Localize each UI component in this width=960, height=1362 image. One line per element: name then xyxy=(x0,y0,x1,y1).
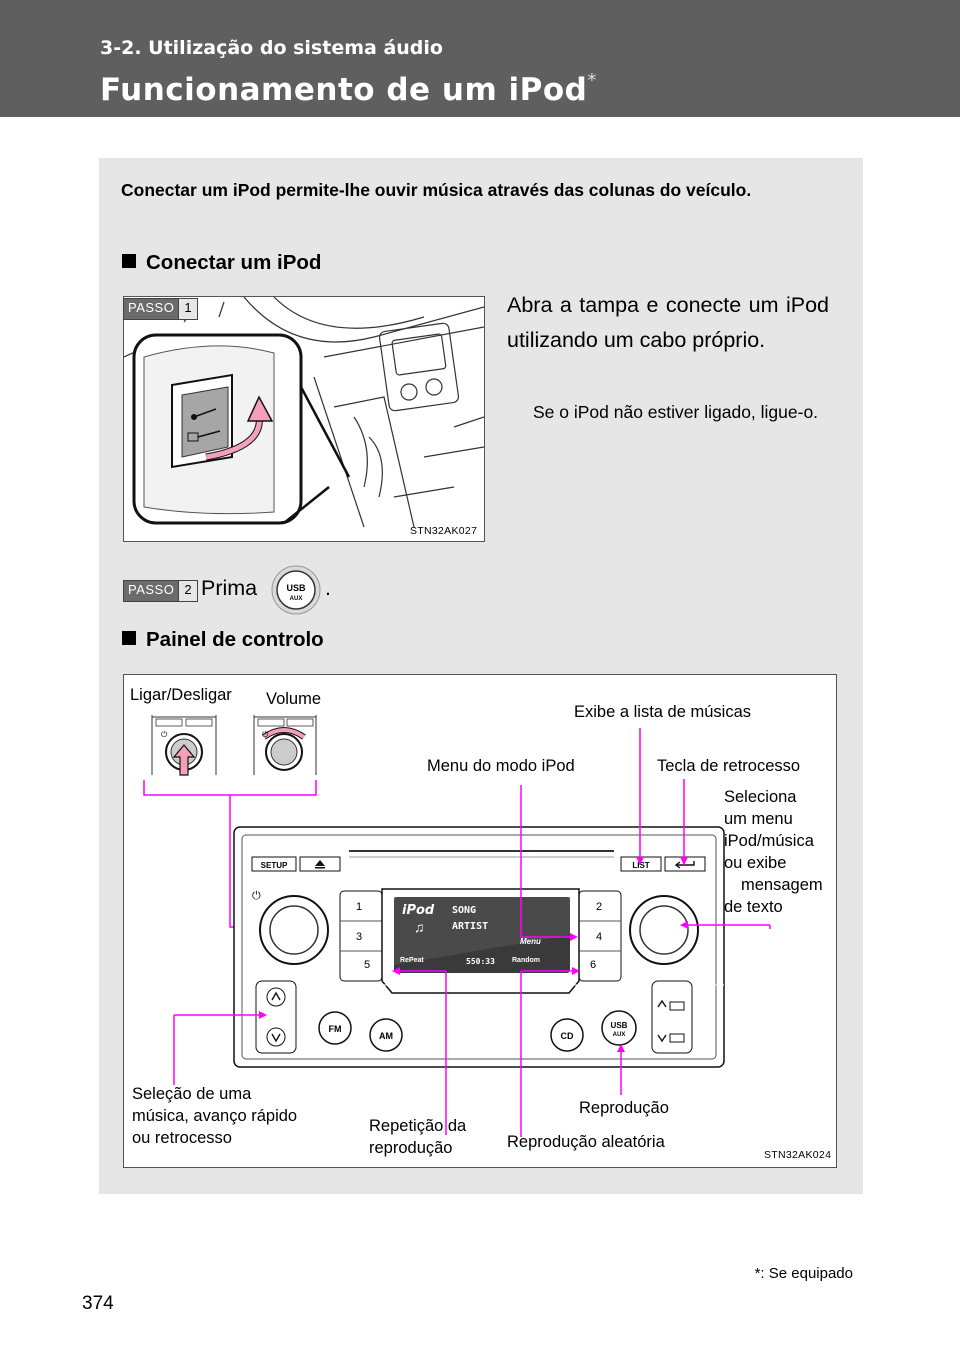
label-select-song-line1: Seleção de uma xyxy=(132,1085,252,1103)
label-power: Ligar/Desligar xyxy=(130,686,232,704)
step2-badge-number: 2 xyxy=(178,581,197,601)
display-random: Random xyxy=(512,957,540,964)
title-footnote-mark: * xyxy=(587,70,597,91)
footnote: *: Se equipado xyxy=(754,1265,853,1282)
aux-button-label: AUX xyxy=(290,596,303,602)
bullet-square-icon xyxy=(122,631,136,645)
label-back-key: Tecla de retrocesso xyxy=(657,757,801,775)
usb-port-drawing xyxy=(123,296,485,528)
label-select-song: Seleção de uma música, avanço rápido ou … xyxy=(132,1083,297,1149)
step1-badge-number: 1 xyxy=(178,299,197,319)
preset-3: 3 xyxy=(356,931,363,943)
illustration-usb-port: STN32AK027 xyxy=(123,296,485,542)
subheading-connect: Conectar um iPod xyxy=(122,251,321,275)
display-repeat: RePeat xyxy=(400,957,424,964)
preset-1: 1 xyxy=(356,901,363,913)
label-select-song-line2: música, avanço rápido xyxy=(132,1107,298,1125)
music-note-icon: ♫ xyxy=(414,919,425,935)
image-code-panel: STN32AK024 xyxy=(764,1149,832,1161)
page-number: 374 xyxy=(82,1293,114,1314)
preset-6: 6 xyxy=(590,959,597,971)
image-code-step1: STN32AK027 xyxy=(410,525,478,537)
label-select-menu-line3: iPod/música xyxy=(724,832,814,850)
label-volume: Volume xyxy=(266,690,322,708)
page-title-text: Funcionamento de um iPod xyxy=(100,72,588,108)
step2-text: Prima xyxy=(201,576,258,600)
display-time: 550:33 xyxy=(466,957,495,966)
label-select-menu: Seleciona um menu iPod/música ou exibe m… xyxy=(724,786,823,918)
preset-2: 2 xyxy=(596,901,603,913)
label-song-list: Exibe a lista de músicas xyxy=(574,703,751,721)
label-select-song-line3: ou retrocesso xyxy=(132,1129,232,1147)
step2-period: . xyxy=(325,576,331,600)
page-header: 3-2. Utilização do sistema áudio Funcion… xyxy=(0,0,960,117)
bullet-square-icon xyxy=(122,254,136,268)
display-artist: ARTIST xyxy=(452,921,489,932)
usb-aux-button-icon: USB AUX xyxy=(271,565,321,615)
svg-text:⏻: ⏻ xyxy=(161,730,168,739)
usb-button-label: USB xyxy=(286,583,306,593)
control-panel-drawing: ⏻ ⏻ SETUP LIST xyxy=(143,715,771,1137)
display-ipod-logo: iPod xyxy=(402,903,435,918)
display-menu: Menu xyxy=(520,937,541,946)
step1-note: Se o iPod não estiver ligado, ligue-o. xyxy=(533,402,819,422)
cd-button-label: CD xyxy=(561,1031,574,1041)
label-select-menu-line6: de texto xyxy=(724,898,783,916)
intro-paragraph: Conectar um iPod permite-lhe ouvir músic… xyxy=(121,180,752,200)
step1-badge-label: PASSO xyxy=(124,299,179,319)
label-select-menu-line2: um menu xyxy=(724,810,793,828)
svg-text:⏻: ⏻ xyxy=(252,890,261,902)
page-title: Funcionamento de um iPod* xyxy=(100,70,597,108)
control-panel-diagram: ⏻ ⏻ SETUP LIST xyxy=(123,674,837,1168)
label-repeat-line2: reprodução xyxy=(369,1139,453,1157)
label-repeat-line1: Repetição da xyxy=(369,1117,467,1135)
preset-4: 4 xyxy=(596,931,603,943)
volume-knob-inset: ⏻ xyxy=(253,715,317,775)
list-button-label: LIST xyxy=(632,861,649,870)
section-label: 3-2. Utilização do sistema áudio xyxy=(100,37,443,59)
subheading-control-panel-text: Painel de controlo xyxy=(146,628,324,651)
label-select-menu-line1: Seleciona xyxy=(724,788,797,806)
fm-button-label: FM xyxy=(329,1024,342,1034)
step2-badge-label: PASSO xyxy=(124,581,179,601)
setup-button-label: SETUP xyxy=(261,861,288,870)
label-repeat: Repetição da reprodução xyxy=(369,1115,466,1159)
label-menu-mode: Menu do modo iPod xyxy=(427,757,575,775)
am-button-label: AM xyxy=(379,1031,393,1041)
label-select-menu-line5: mensagem xyxy=(741,876,823,894)
aux-unit-label: AUX xyxy=(613,1032,626,1038)
step1-text: Abra a tampa e conecte um iPod utilizand… xyxy=(507,293,829,352)
label-select-menu-line4: ou exibe xyxy=(724,854,787,872)
label-play: Reprodução xyxy=(579,1099,669,1117)
display-song: SONG xyxy=(452,905,477,916)
label-random: Reprodução aleatória xyxy=(507,1133,665,1151)
svg-text:⏻: ⏻ xyxy=(262,730,269,739)
preset-5: 5 xyxy=(364,959,371,971)
subheading-connect-text: Conectar um iPod xyxy=(146,251,322,274)
subheading-control-panel: Painel de controlo xyxy=(122,628,324,652)
usb-unit-label: USB xyxy=(611,1021,628,1030)
power-knob-inset: ⏻ xyxy=(151,715,217,776)
